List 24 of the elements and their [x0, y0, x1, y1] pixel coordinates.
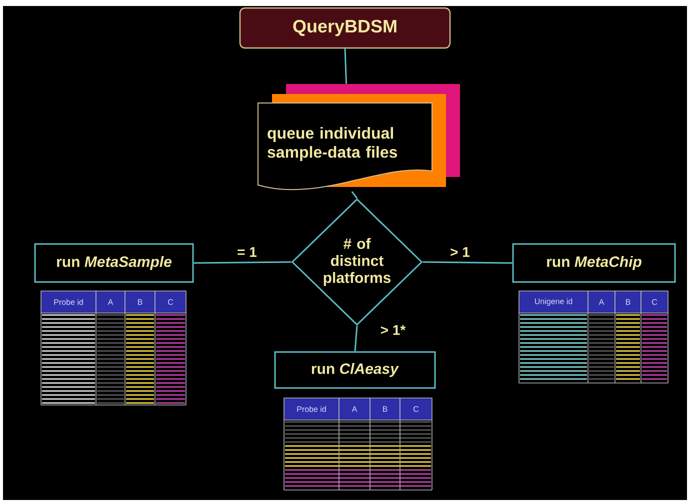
- table-header-cell: B: [614, 290, 642, 314]
- table-header-cell: C: [400, 398, 432, 420]
- table-header-cell: A: [96, 290, 126, 314]
- table-header-cell: A: [338, 398, 370, 420]
- connector-line: [422, 261, 512, 264]
- table-header-cell: C: [640, 290, 668, 314]
- edge-label: > 1: [449, 246, 471, 258]
- connector-line: [351, 191, 358, 199]
- table-header-cell: C: [154, 290, 186, 314]
- title-box: QueryBDSM: [239, 7, 451, 49]
- process-box: run MetaSample: [34, 243, 194, 283]
- table-header-cell: A: [588, 290, 616, 314]
- table-header-cell: B: [370, 398, 400, 420]
- connector-line: [354, 326, 358, 352]
- process-box: run MetaChip: [512, 243, 676, 283]
- edge-label: = 1: [236, 246, 258, 258]
- edge-label: > 1*: [379, 324, 407, 336]
- document-stack: queue individual sample-data files: [258, 84, 460, 190]
- connector-line: [194, 261, 292, 264]
- table-header-cell: B: [124, 290, 156, 314]
- table-header-cell: Probe id: [40, 290, 96, 314]
- process-box: run ClAeasy: [274, 351, 436, 389]
- table-header-cell: Probe id: [284, 398, 340, 420]
- connector-line: [344, 48, 348, 84]
